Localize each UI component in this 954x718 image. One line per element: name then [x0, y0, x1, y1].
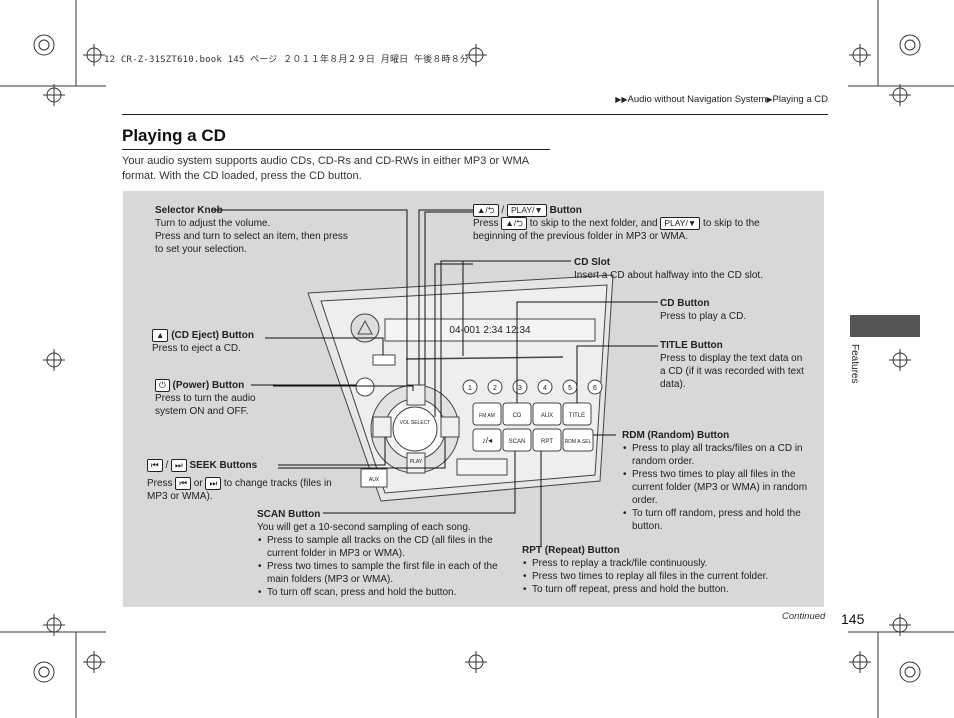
rdm-bullet: Press to play all tracks/files on a CD i…: [623, 442, 814, 468]
play-down-key-inline: PLAY/▼: [660, 217, 701, 231]
skip-forward-icon-inline: ⏭: [205, 477, 222, 491]
breadcrumb-arrow-icon: ▶▶: [615, 95, 628, 104]
page-number: 145: [841, 611, 865, 627]
page-title: Playing a CD: [122, 126, 226, 145]
skip-forward-icon: ⏭: [171, 459, 187, 472]
callout-rdm: RDM (Random) Button Press to play all tr…: [622, 429, 814, 533]
preset-5: 5: [568, 385, 572, 392]
callout-scan: SCAN Button You will get a 10-second sam…: [257, 508, 507, 599]
radio-illustration: VOL SELECT PLAY FM AM CD AUX TITLE ♪/◂ S…: [211, 209, 658, 547]
selector-knob-title: Selector Knob: [155, 205, 223, 216]
folder-up-key: ▲/⮌: [473, 204, 499, 217]
aux-port-label: AUX: [369, 477, 380, 483]
play-down-key: PLAY/▼: [506, 204, 547, 217]
scan-bullet: Press two times to sample the first file…: [258, 560, 507, 586]
callout-power: ⏻ (Power) Button Press to turn the audio…: [155, 379, 256, 418]
title-button-label: TITLE: [569, 413, 585, 419]
rpt-button-label: RPT: [541, 439, 553, 445]
dir-icon: ♪/◂: [482, 436, 492, 445]
rdm-bullet: Press two times to play all files in the…: [623, 468, 814, 507]
skip-back-icon: ⏮: [147, 459, 163, 472]
rdm-bullet: To turn off random, press and hold the b…: [623, 507, 814, 533]
print-header: 12 CR-Z-31SZT610.book 145 ページ ２０１１年８月２９日…: [104, 55, 470, 65]
rpt-bullet: To turn off repeat, press and hold the b…: [523, 583, 822, 596]
preset-4: 4: [543, 385, 547, 392]
rpt-bullet: Press two times to replay all files in t…: [523, 570, 822, 583]
vol-label: VOL SELECT: [400, 420, 431, 426]
callout-rpt: RPT (Repeat) Button Press to replay a tr…: [522, 544, 822, 596]
section-tab[interactable]: [850, 315, 920, 337]
preset-1: 1: [468, 385, 472, 392]
breadcrumb-item-playing-cd[interactable]: Playing a CD: [772, 94, 828, 105]
callout-cd-slot: CD Slot Insert a CD about halfway into t…: [574, 257, 763, 281]
preset-3: 3: [518, 385, 522, 392]
callout-cd-button: CD Button Press to play a CD.: [660, 298, 747, 322]
power-icon: ⏻: [155, 379, 170, 392]
fm-am-label: FM AM: [479, 413, 495, 419]
preset-6: 6: [593, 385, 597, 392]
eject-icon: ▲: [152, 329, 169, 342]
header-rule: [122, 114, 828, 115]
folder-up-key-inline: ▲/⮌: [501, 217, 527, 231]
skip-back-icon-inline: ⏮: [175, 477, 191, 491]
folder-buttons-title: Button: [549, 205, 582, 217]
breadcrumb-arrow-icon: ▶: [766, 95, 773, 104]
rdm-button-label: RDM A.SEL: [565, 439, 592, 445]
scan-bullet: Press to sample all tracks on the CD (al…: [258, 534, 507, 560]
play-label: PLAY: [410, 459, 423, 465]
side-tab-label: Features: [849, 344, 860, 384]
breadcrumb-item-audio[interactable]: Audio without Navigation System: [627, 94, 767, 105]
aux-button-label: AUX: [541, 413, 553, 419]
callout-selector-knob: Selector Knob Turn to adjust the volume.…: [155, 204, 355, 256]
scan-bullet: To turn off scan, press and hold the but…: [258, 586, 507, 599]
callout-folder-buttons: ▲/⮌ / PLAY/▼ Button Press ▲/⮌ to skip to…: [473, 204, 760, 243]
intro-text: Your audio system supports audio CDs, CD…: [122, 155, 529, 182]
selector-knob-line1: Turn to adjust the volume.: [155, 218, 271, 229]
title-rule: [122, 149, 550, 150]
display-readout: 04-001 2:34 12:34: [449, 325, 531, 336]
callout-title-button: TITLE Button Press to display the text d…: [660, 340, 804, 390]
breadcrumb: ▶▶Audio without Navigation System▶Playin…: [615, 94, 828, 105]
callout-seek: ⏮ / ⏭ SEEK Buttons Press ⏮ or ⏭ to chang…: [147, 459, 332, 503]
preset-2: 2: [493, 385, 497, 392]
scan-button-label: SCAN: [509, 439, 526, 445]
selector-knob-line2: Press and turn to select an item, then p…: [155, 231, 348, 255]
callout-eject: ▲ (CD Eject) Button Press to eject a CD.: [152, 329, 254, 355]
continued-label: Continued: [782, 611, 826, 622]
rpt-bullet: Press to replay a track/file continuousl…: [523, 557, 822, 570]
cd-button-label: CD: [513, 413, 522, 419]
